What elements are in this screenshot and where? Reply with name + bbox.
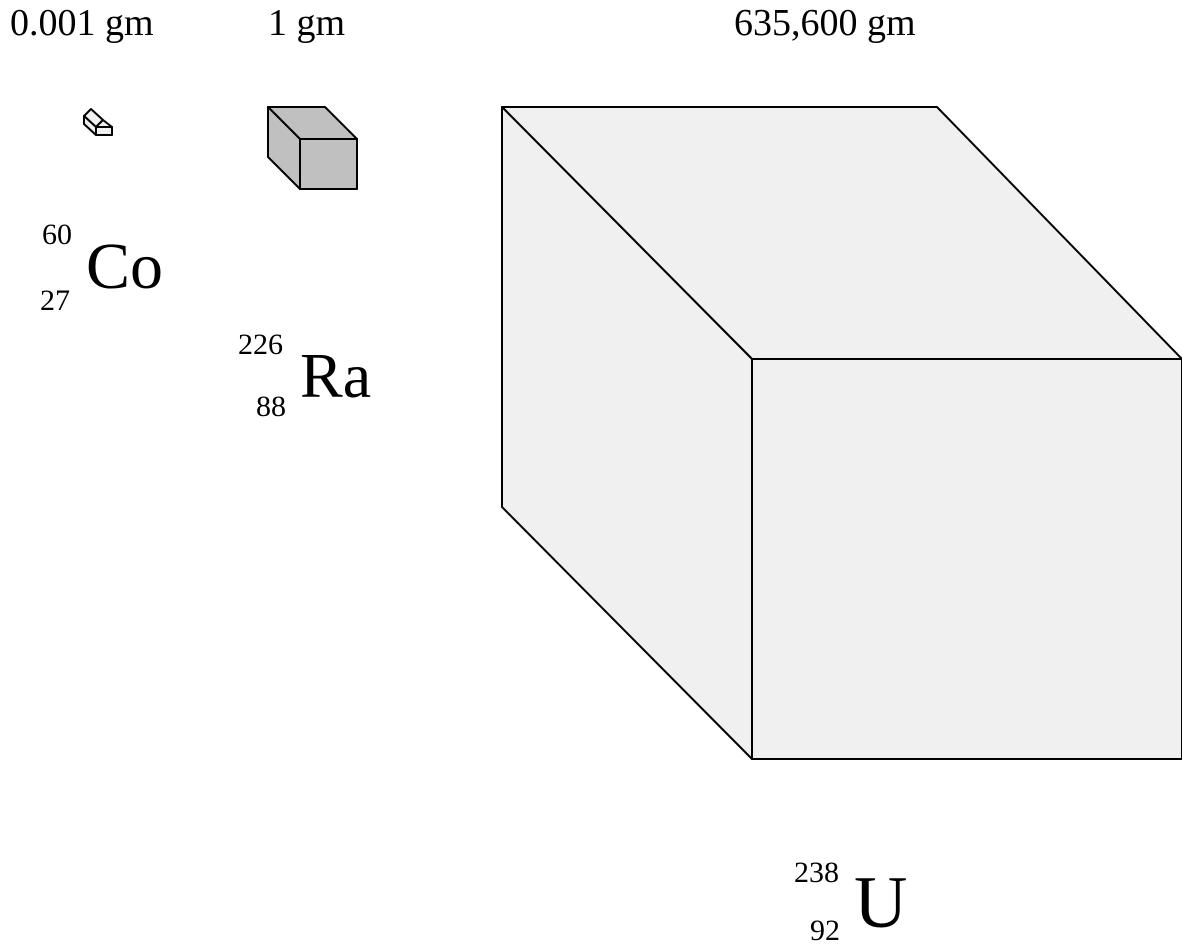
uranium-mass-label: 635,600 gm bbox=[734, 2, 916, 44]
uranium-cube-front bbox=[751, 358, 1182, 760]
radium-symbol: Ra bbox=[300, 340, 372, 411]
radium-atomic-number: 88 bbox=[256, 390, 286, 423]
uranium-mass-number: 238 bbox=[794, 856, 839, 889]
radium-isotope-label: 226 88 Ra bbox=[238, 330, 408, 430]
uranium-symbol: U bbox=[854, 862, 908, 944]
cobalt-symbol: Co bbox=[86, 230, 164, 303]
cobalt-mass-number: 60 bbox=[42, 218, 72, 251]
uranium-atomic-number: 92 bbox=[810, 914, 840, 947]
cobalt-cube-front bbox=[95, 126, 113, 136]
cobalt-isotope-label: 60 27 Co bbox=[40, 220, 190, 320]
cobalt-cube bbox=[83, 108, 113, 136]
cobalt-cube-right bbox=[95, 119, 113, 128]
uranium-isotope-label: 238 92 U bbox=[794, 858, 934, 950]
cobalt-mass-label: 0.001 gm bbox=[10, 2, 154, 44]
uranium-cube bbox=[501, 106, 1182, 760]
cobalt-atomic-number: 27 bbox=[40, 284, 70, 317]
radium-cube-front bbox=[299, 138, 358, 190]
radium-mass-number: 226 bbox=[238, 328, 283, 361]
radium-mass-label: 1 gm bbox=[268, 2, 346, 44]
radium-cube bbox=[267, 106, 358, 190]
